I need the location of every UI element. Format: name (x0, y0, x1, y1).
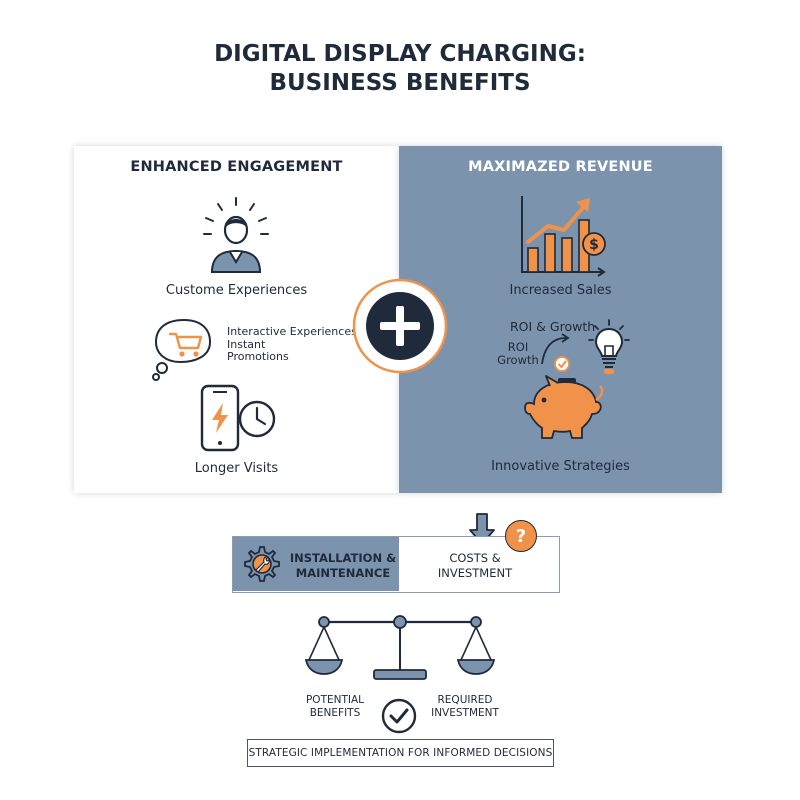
piggy-bank-icon (524, 375, 604, 439)
roi-label: ROI (507, 340, 529, 354)
balance-scale-icon (304, 615, 496, 680)
growth-label: Growth (497, 353, 539, 367)
engagement-heading: ENHANCED ENGAGEMENT (130, 159, 343, 175)
sales-growth-chart-icon: $ (521, 196, 606, 277)
roi-small-text: ROI Growth (495, 341, 541, 367)
increased-sales-label: Increased Sales (509, 283, 612, 298)
footer-box: STRATEGIC IMPLEMENTATION FOR INFORMED DE… (247, 739, 554, 767)
title-line-2: BUSINESS BENEFITS (269, 70, 531, 96)
customer-experiences-label: Custome Experiences (165, 283, 308, 298)
instant-label: Instant (227, 337, 266, 351)
footer-text: STRATEGIC IMPLEMENTATION FOR INFORMED DE… (248, 747, 553, 759)
lightbulb-icon (588, 319, 630, 374)
required-label: REQUIRED (437, 694, 493, 706)
svg-text:$: $ (589, 237, 599, 253)
plus-circle-icon (352, 278, 448, 374)
shopping-cart-bubble-icon (152, 318, 212, 381)
clock-icon (238, 400, 276, 438)
investment-label: INVESTMENT (437, 566, 513, 580)
required-investment-text: REQUIRED INVESTMENT (420, 694, 510, 720)
person-icon (203, 197, 269, 273)
question-badge-icon: ? (505, 520, 537, 552)
revenue-heading: MAXIMAZED REVENUE (468, 159, 653, 175)
gear-wrench-icon (244, 546, 280, 582)
revenue-panel (399, 146, 722, 493)
installation-label: INSTALLATION & (289, 551, 397, 565)
required-investment-label: INVESTMENT (431, 707, 499, 719)
benefits-label: BENEFITS (309, 707, 361, 719)
potential-benefits-text: POTENTIAL BENEFITS (290, 694, 380, 720)
maintenance-label: MAINTENANCE (295, 566, 391, 580)
potential-label: POTENTIAL (305, 694, 365, 706)
check-circle-icon (381, 698, 417, 734)
cost-bar (232, 536, 560, 593)
costs-label: COSTS & (449, 551, 501, 565)
longer-visits-label: Longer Visits (194, 461, 279, 476)
roi-growth-label: ROI & Growth (510, 319, 596, 334)
installation-text: INSTALLATION & MAINTENANCE (288, 551, 398, 581)
innovative-strategies-label: Innovative Strategies (491, 459, 630, 474)
page-title: DIGITAL DISPLAY CHARGING: BUSINESS BENEF… (0, 40, 800, 98)
curved-arrow-icon (541, 333, 570, 372)
phone-charging-icon (200, 384, 240, 452)
interactive-text: Interactive Experiences Instant Promotio… (227, 325, 367, 364)
title-line-1: DIGITAL DISPLAY CHARGING: (214, 41, 586, 67)
interactive-experiences-label: Interactive Experiences (227, 325, 357, 338)
costs-text: COSTS & INVESTMENT (420, 551, 530, 581)
question-mark: ? (515, 525, 527, 547)
promotions-label: Promotions (227, 350, 289, 363)
